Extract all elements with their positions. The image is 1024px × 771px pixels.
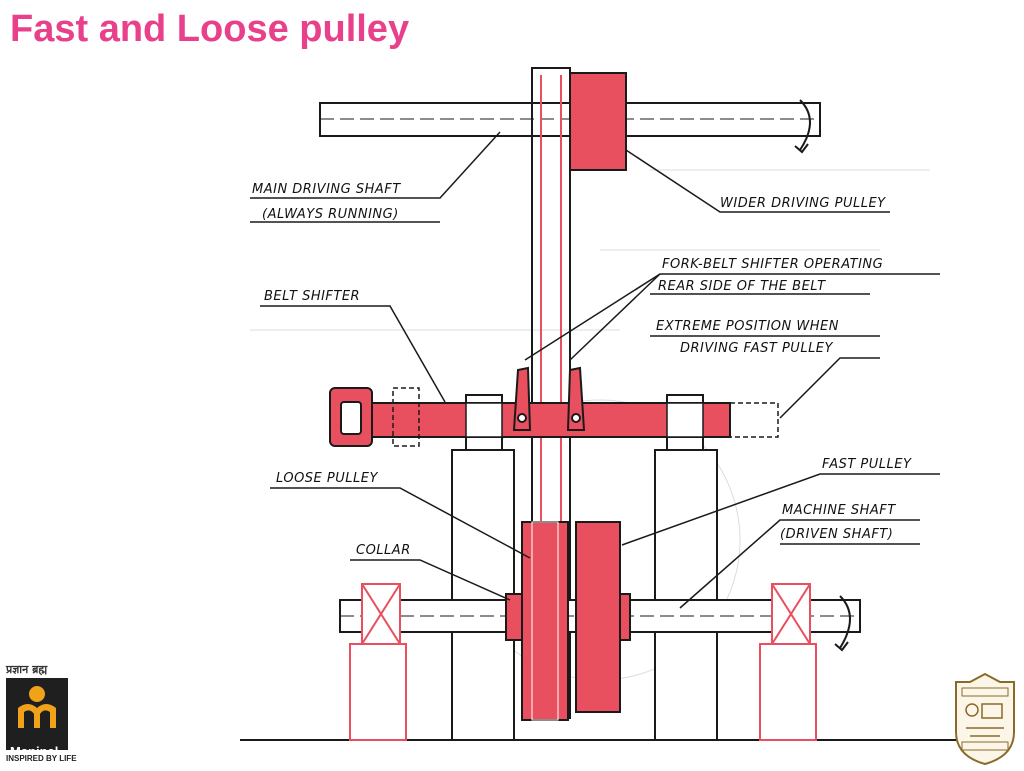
loose-pulley	[521, 521, 569, 721]
institute-seal	[950, 672, 1020, 766]
label-machine-shaft: MACHINE SHAFT	[782, 503, 896, 518]
logo-name: Manipal	[10, 744, 59, 759]
label-fork-belt-shifter: FORK-BELT SHIFTER OPERATING	[662, 257, 883, 272]
page-title: Fast and Loose pulley	[10, 8, 410, 50]
label-wider-driving-pulley: WIDER DRIVING PULLEY	[720, 196, 886, 211]
fork-belt-shifter	[512, 366, 586, 431]
fast-pulley	[575, 521, 621, 713]
logo-hindi-text: प्रज्ञान ब्रह्म	[6, 663, 48, 676]
label-driven-shaft: (DRIVEN SHAFT)	[780, 527, 893, 542]
label-fast-pulley: FAST PULLEY	[822, 457, 912, 472]
logo-tagline: INSPIRED BY LIFE	[6, 754, 77, 763]
rotation-arrow-icon	[794, 99, 811, 154]
leader-lines	[250, 131, 940, 609]
rotation-arrow-icon	[834, 595, 851, 652]
bearing-right	[759, 583, 817, 741]
manipal-logo: प्रज्ञान ब्रह्म Manipal INSPIRED BY LIFE	[6, 662, 77, 768]
belt-shifter	[329, 387, 779, 447]
bearing-left	[349, 583, 407, 741]
label-loose-pulley: LOOSE PULLEY	[276, 471, 378, 486]
institute-seal-icon	[955, 672, 1015, 766]
label-rear-side-of-belt: REAR SIDE OF THE BELT	[658, 279, 826, 294]
label-driving-fast-pulley: DRIVING FAST PULLEY	[680, 341, 834, 356]
wider-driving-pulley	[569, 72, 627, 171]
manipal-emblem-icon	[18, 686, 56, 728]
label-collar: COLLAR	[356, 543, 411, 558]
label-extreme-position: EXTREME POSITION WHEN	[656, 319, 839, 334]
label-always-running: (ALWAYS RUNNING)	[262, 207, 399, 222]
label-main-driving-shaft: MAIN DRIVING SHAFT	[252, 182, 401, 197]
collar	[505, 593, 523, 641]
logo-emblem: Manipal	[6, 678, 68, 759]
label-belt-shifter: BELT SHIFTER	[264, 289, 360, 304]
